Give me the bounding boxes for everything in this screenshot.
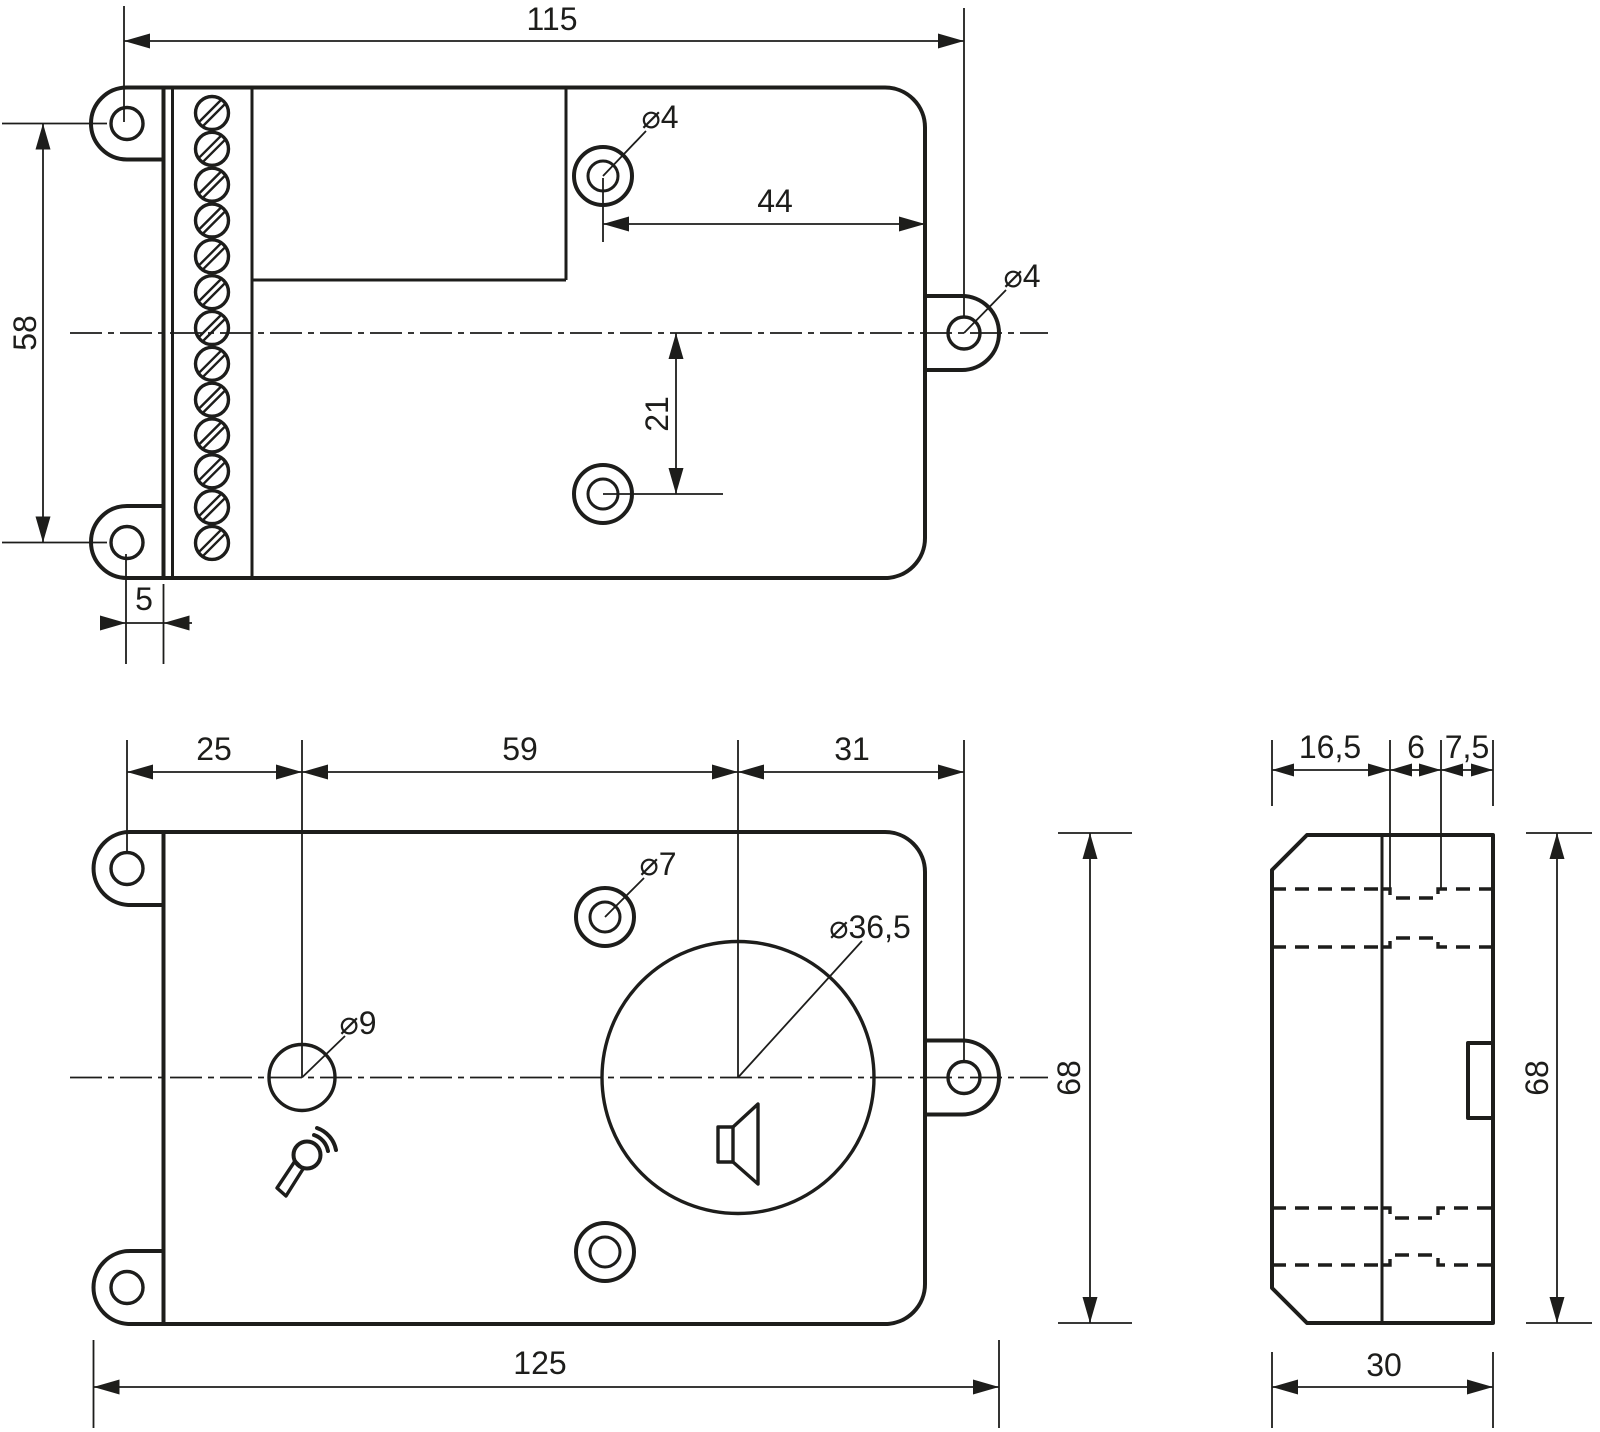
- dim-label: 16,5: [1299, 729, 1361, 765]
- label-mic-dia9: ⌀9: [301, 1005, 377, 1079]
- screw-slot: [198, 171, 222, 194]
- terminal-screw: [193, 345, 231, 383]
- label-speaker-dia36-5: ⌀36,5: [737, 909, 911, 1079]
- side-body-outline: [1270, 833, 1495, 1325]
- dia-label: ⌀7: [639, 846, 676, 882]
- screw-slot: [198, 207, 222, 230]
- terminal-screw: [193, 381, 231, 418]
- screw-slot: [198, 458, 222, 481]
- dim-chain-25-59-31: 25 59 31: [126, 731, 965, 1078]
- screw-slot: [198, 99, 222, 123]
- dia-label: ⌀9: [339, 1005, 376, 1041]
- screw-hole-upper: [574, 886, 636, 948]
- dim-label: 7,5: [1445, 729, 1489, 765]
- dim-label: 25: [196, 731, 232, 767]
- screw-slot: [202, 247, 226, 270]
- screw-hole-lower: [574, 1221, 636, 1283]
- screw-slot: [198, 386, 222, 409]
- rear-view: 115 58 44 21: [2, 1, 1048, 664]
- screw-slot: [202, 533, 226, 557]
- screw-slot: [202, 139, 226, 163]
- dim-label: 44: [757, 183, 793, 219]
- screw-slot: [202, 497, 226, 521]
- terminal-screw: [193, 94, 231, 132]
- screw-slot: [202, 282, 226, 306]
- screw-slot: [202, 390, 226, 413]
- tab-hole: [109, 524, 145, 561]
- dia-label: ⌀4: [1003, 258, 1040, 294]
- screw-slot: [202, 103, 226, 127]
- front-view: 25 59 31 125 68 ⌀9 ⌀7: [70, 731, 1132, 1428]
- terminal-screw: [193, 488, 231, 526]
- terminal-screw: [193, 273, 231, 311]
- tab-hole: [109, 1269, 145, 1306]
- screw-slot: [198, 422, 222, 445]
- dim-overall-width-115: 115: [123, 1, 965, 318]
- dim-side-height-68: 68: [1519, 832, 1592, 1324]
- dim-label: 31: [834, 731, 870, 767]
- dim-label: 59: [502, 731, 538, 767]
- side-view: 16,5 6 7,5 68 30: [1270, 729, 1592, 1428]
- dim-front-height-68: 68: [1051, 832, 1132, 1324]
- terminal-screw: [193, 202, 231, 239]
- screw-slot: [198, 135, 222, 159]
- side-latch: [1466, 1041, 1495, 1120]
- terminal-screw: [193, 453, 231, 490]
- terminal-screw: [193, 309, 231, 347]
- dim-label: 21: [639, 396, 675, 432]
- terminal-screw: [193, 166, 231, 203]
- terminal-block: [193, 94, 231, 562]
- tab-hole: [109, 105, 145, 142]
- dim-label: 68: [1519, 1060, 1555, 1096]
- screw-slot: [198, 350, 222, 374]
- dim-tab-hole-spacing-58: 58: [2, 122, 107, 544]
- label-tab-hole-dia4: ⌀4: [963, 258, 1041, 334]
- screw-slot: [198, 243, 222, 266]
- screw-slot: [198, 278, 222, 302]
- dim-hole-below-center-21: 21: [603, 333, 723, 495]
- dia-label: ⌀4: [641, 99, 678, 135]
- dim-label: 58: [7, 315, 43, 351]
- dim-label: 30: [1366, 1347, 1402, 1383]
- screw-slot: [198, 314, 222, 338]
- microphone-icon: [275, 1126, 338, 1198]
- screw-slot: [202, 211, 226, 234]
- dim-overall-width-125: 125: [92, 1340, 1000, 1428]
- label-screw-hole-dia4: ⌀4: [602, 99, 679, 177]
- dia-label: ⌀36,5: [829, 909, 911, 945]
- terminal-screw: [193, 238, 231, 275]
- terminal-screw: [193, 130, 231, 168]
- dim-label: 68: [1051, 1060, 1087, 1096]
- dim-hole-to-edge-44: 44: [602, 178, 925, 242]
- dim-chain-16-5-6-7-5: 16,5 6 7,5: [1271, 729, 1494, 890]
- hidden-mounting-tabs: [1272, 887, 1493, 1267]
- screw-slot: [202, 175, 226, 198]
- dim-overall-depth-30: 30: [1271, 1347, 1494, 1428]
- screw-slot: [202, 426, 226, 449]
- front-body-outline: [161, 830, 927, 1326]
- screw-slot: [198, 493, 222, 517]
- speaker-icon: [716, 1102, 760, 1186]
- mounting-tab-top-left: [91, 830, 166, 907]
- dim-label: 125: [513, 1345, 566, 1381]
- screw-slot: [198, 529, 222, 553]
- component-box: [252, 87, 568, 282]
- terminal-screw: [193, 417, 231, 454]
- dim-tab-hole-to-body-5: 5: [100, 554, 192, 664]
- mounting-tab-bottom-left: [91, 1249, 166, 1326]
- dim-label: 115: [526, 1, 577, 37]
- screw-slot: [202, 354, 226, 378]
- screw-slot: [202, 462, 226, 485]
- terminal-screw: [193, 524, 231, 562]
- rear-body-outline: [161, 85, 927, 580]
- dim-label: 5: [135, 581, 153, 617]
- screw-slot: [202, 318, 226, 342]
- dim-label: 6: [1407, 729, 1425, 765]
- label-screw-dia7: ⌀7: [604, 846, 677, 918]
- tab-hole: [109, 850, 145, 887]
